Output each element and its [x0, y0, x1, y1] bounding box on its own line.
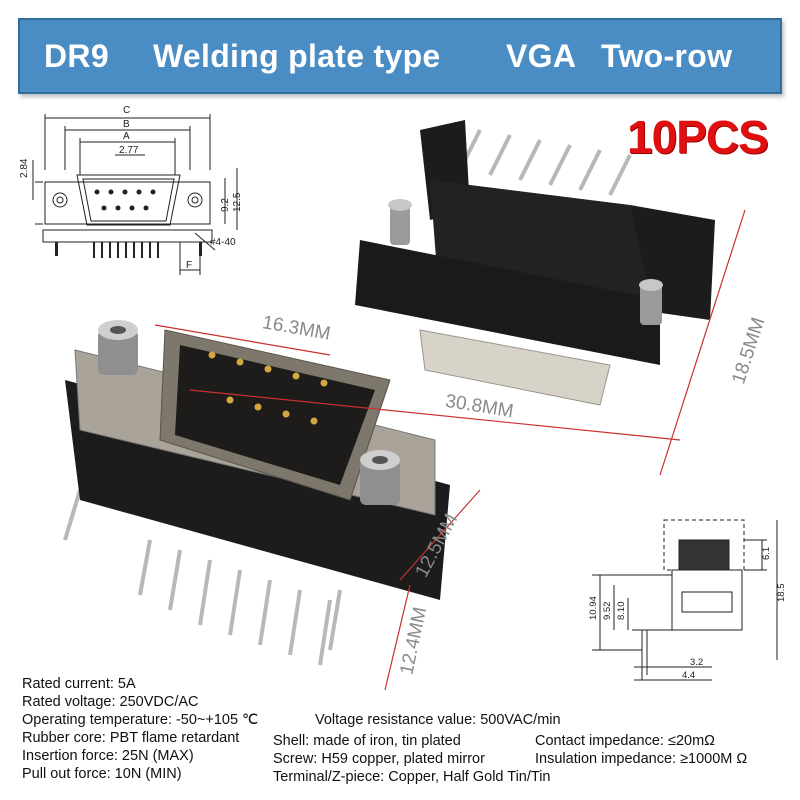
back-shell — [419, 329, 611, 406]
spec-rubber-core: Rubber core: PBT flame retardant — [22, 730, 240, 746]
side-dimension-drawing: 6.1 10.94 9.52 8.10 18.5 3.2 4.4 — [588, 519, 787, 681]
front-pins — [63, 489, 342, 666]
spec-voltage-resistance: Voltage resistance value: 500VAC/min — [315, 712, 561, 728]
banner-vga: VGA — [506, 38, 577, 74]
back-screw-right — [639, 279, 663, 325]
spec-contact-impedance: Contact impedance: ≤20mΩ — [535, 733, 715, 749]
side-dim-d2: 10.94 — [588, 596, 599, 620]
connector-photo-front — [63, 320, 450, 666]
spec-operating-temp: Operating temperature: -50~+105 ℃ — [22, 712, 259, 728]
front-screw-left — [98, 320, 138, 375]
side-dim-d7: 4.4 — [682, 670, 695, 681]
dim-height-left: 2.84 — [19, 158, 30, 178]
spec-rated-voltage: Rated voltage: 250VDC/AC — [22, 694, 199, 710]
side-dim-d1: 6.1 — [761, 547, 772, 560]
spec-terminal: Terminal/Z-piece: Copper, Half Gold Tin/… — [273, 769, 551, 785]
connector-photo-back — [355, 120, 715, 406]
banner-model: DR9 — [44, 38, 109, 74]
spec-insulation-impedance: Insulation impedance: ≥1000M Ω — [535, 751, 748, 767]
banner-rows: Two-row — [601, 38, 733, 74]
spec-shell: Shell: made of iron, tin plated — [273, 733, 461, 749]
side-dim-d3: 9.52 — [602, 602, 613, 621]
front-contacts — [208, 351, 328, 425]
side-dim-d5: 18.5 — [776, 584, 787, 603]
spec-pull-out-force: Pull out force: 10N (MIN) — [22, 766, 182, 782]
dim-label-a: A — [123, 131, 130, 142]
banner-type: Welding plate type — [153, 38, 441, 74]
dim-label-c: C — [123, 105, 130, 116]
dim-height-outer: 12.5 — [232, 192, 243, 212]
back-base — [355, 240, 660, 365]
dim-label-b: B — [123, 119, 130, 130]
back-screw-left — [388, 199, 412, 245]
side-dim-d4: 8.10 — [616, 602, 627, 621]
dim-height-inner: 9.2 — [220, 198, 231, 212]
front-screw-right — [360, 450, 400, 505]
dim-label-f: F — [186, 260, 192, 271]
spec-screw: Screw: H59 copper, plated mirror — [273, 751, 485, 767]
spec-rated-current: Rated current: 5A — [22, 676, 136, 692]
spec-insertion-force: Insertion force: 25N (MAX) — [22, 748, 194, 764]
dim-screw: #4-40 — [210, 237, 236, 248]
side-dim-d6: 3.2 — [690, 657, 703, 668]
front-dimension-drawing: C B A 2.77 2.84 9.2 12.5 #4-40 F — [19, 105, 243, 275]
quantity-badge: 10PCS — [627, 111, 769, 163]
title-banner: DR9 Welding plate type VGA Two-row — [18, 18, 782, 94]
dim-pitch: 2.77 — [119, 145, 139, 156]
